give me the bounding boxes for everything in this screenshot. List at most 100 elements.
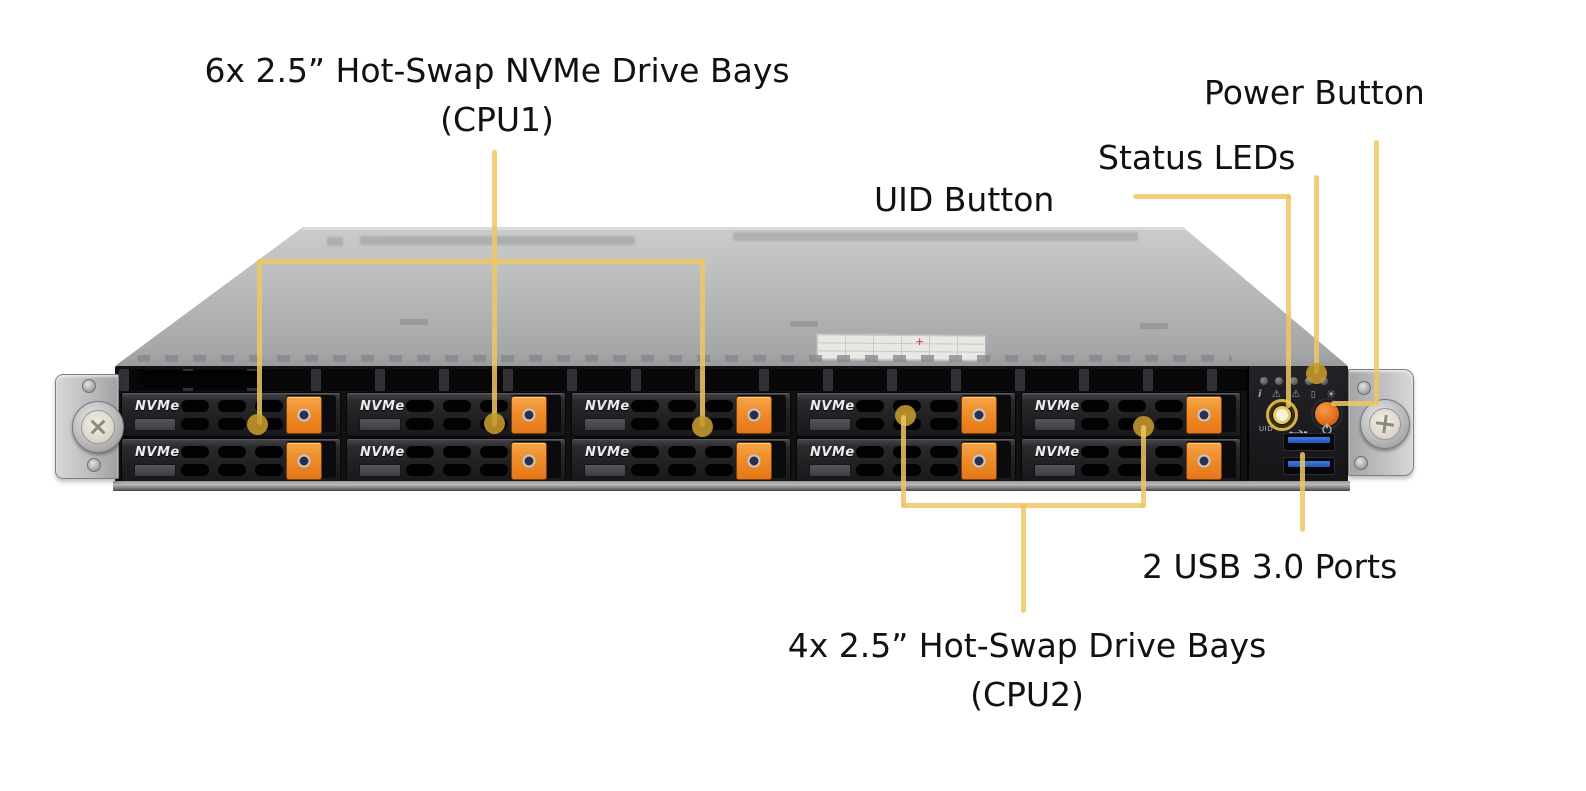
drive-tray-nvme-label: NVMe [360,399,405,414]
status-led-icon-row: i ⚠ ⚠ ▯ ☀ [1258,389,1336,401]
etched-print-right [733,232,1138,241]
overheat-warning-icon: ⚠ [1271,389,1281,400]
latch-pin [1197,454,1211,468]
tray-latch-button [286,442,322,480]
cpu1-endpoint-dot [247,414,268,435]
tray-latch-button [736,396,772,434]
tray-release-handle [359,464,401,477]
tray-latch-button [961,442,997,480]
cpu1-bays-callout-line1: 6x 2.5” Hot-Swap NVMe Drive Bays [204,51,790,90]
uid-button [1266,399,1298,431]
tray-release-handle [1034,464,1076,477]
drive-tray-nvme-label: NVMe [135,399,180,414]
tray-vent-slots [181,400,209,412]
drive-tray: NVMe [121,438,341,483]
info-icon: i [1258,389,1262,400]
drive-tray-nvme-label: NVMe [810,445,855,460]
usb-tongue [1288,437,1330,443]
small-screw [82,379,96,393]
small-screw [87,458,101,472]
latch-pin [297,408,311,422]
cpu2-bays-callout-line2: (CPU2) [970,675,1084,714]
power-button-callout-label: Power Button [1204,73,1425,112]
tray-release-handle [134,464,176,477]
status-leds-leader-vertical [1314,175,1319,374]
tray-vent-slots [1081,400,1109,412]
tray-release-handle [359,418,401,431]
drive-tray-nvme-label: NVMe [360,445,405,460]
drive-tray-nvme-label: NVMe [1035,399,1080,414]
tray-vent-slots [1081,446,1109,458]
drive-tray: NVMe [1021,438,1241,483]
tray-release-handle [584,418,626,431]
drive-tray: NVMe [346,438,566,483]
usb-port-2 [1283,457,1335,475]
tray-release-handle [809,464,851,477]
cpu2-leader-center-vertical [1021,503,1026,613]
latch-pin [747,408,761,422]
top-latch-cutout [400,319,428,325]
drive-tray: NVMe [571,438,791,483]
tray-vent-slots [631,446,659,458]
pull-handle-slot [140,371,265,388]
front-lip-vent-dashes [137,355,1232,362]
tray-latch-button [1186,396,1222,434]
latch-pin [747,454,761,468]
uid-leader-horizontal [1133,194,1291,199]
latch-pin [972,408,986,422]
tray-latch-button [1186,442,1222,480]
front-vent-strip [119,369,1344,391]
drive-tray: NVMe [121,392,341,437]
cpu2-leader-right-vertical [1141,425,1146,508]
uid-leader-vertical [1286,194,1291,408]
status-leds-callout-label: Status LEDs [1098,138,1296,177]
etched-print-left [360,236,635,245]
drive-tray: NVMe [346,392,566,437]
cpu1-endpoint-dot [692,416,713,437]
drive-tray-nvme-label: NVMe [1035,445,1080,460]
cpu1-endpoint-dot [484,413,505,434]
latch-pin [1197,408,1211,422]
drive-tray-nvme-label: NVMe [585,445,630,460]
usb-leader-vertical [1300,452,1305,532]
latch-pin [297,454,311,468]
chassis-bottom-edge [113,481,1350,491]
tray-latch-button [286,396,322,434]
usb-tongue [1288,461,1330,467]
drive-tray-nvme-label: NVMe [585,399,630,414]
tray-release-handle [809,418,851,431]
latch-pin [972,454,986,468]
status-leds-endpoint-dot [1306,363,1327,384]
cpu1-bays-callout-label: 6x 2.5” Hot-Swap NVMe Drive Bays (CPU1) [140,46,854,144]
tray-release-handle [1034,418,1076,431]
drive-tray-nvme-label: NVMe [135,445,180,460]
cpu2-bays-callout-line1: 4x 2.5” Hot-Swap Drive Bays [787,626,1267,665]
usb-port-1 [1283,433,1335,451]
chassis-back-edge [301,227,1185,230]
power-leader-horizontal [1331,401,1378,406]
small-screw [1357,381,1371,395]
tray-vent-slots [406,446,434,458]
drive-tray-nvme-label: NVMe [810,399,855,414]
cpu1-bays-callout-line2: (CPU1) [440,100,554,139]
left-thumbscrew [72,401,124,453]
tray-latch-button [511,442,547,480]
tray-vent-slots [406,400,434,412]
cpu2-bays-callout-label: 4x 2.5” Hot-Swap Drive Bays (CPU2) [670,621,1384,719]
status-led [1260,377,1268,385]
drive-activity-icon: ▯ [1310,390,1316,400]
small-screw [1354,456,1368,470]
usb-ports-callout-label: 2 USB 3.0 Ports [1142,547,1398,586]
tray-release-handle [134,418,176,431]
cpu1-leader-horizontal [257,259,705,264]
chassis-top-panel [115,227,1348,366]
cpu2-leader-left-vertical [901,415,906,508]
status-led [1320,377,1328,385]
uid-button-label: UID [1259,425,1274,433]
status-led [1275,377,1283,385]
tray-latch-button [736,442,772,480]
etched-logo-mark [327,237,343,246]
cpu1-leader-left-vertical [257,259,262,425]
tray-vent-slots [856,446,884,458]
